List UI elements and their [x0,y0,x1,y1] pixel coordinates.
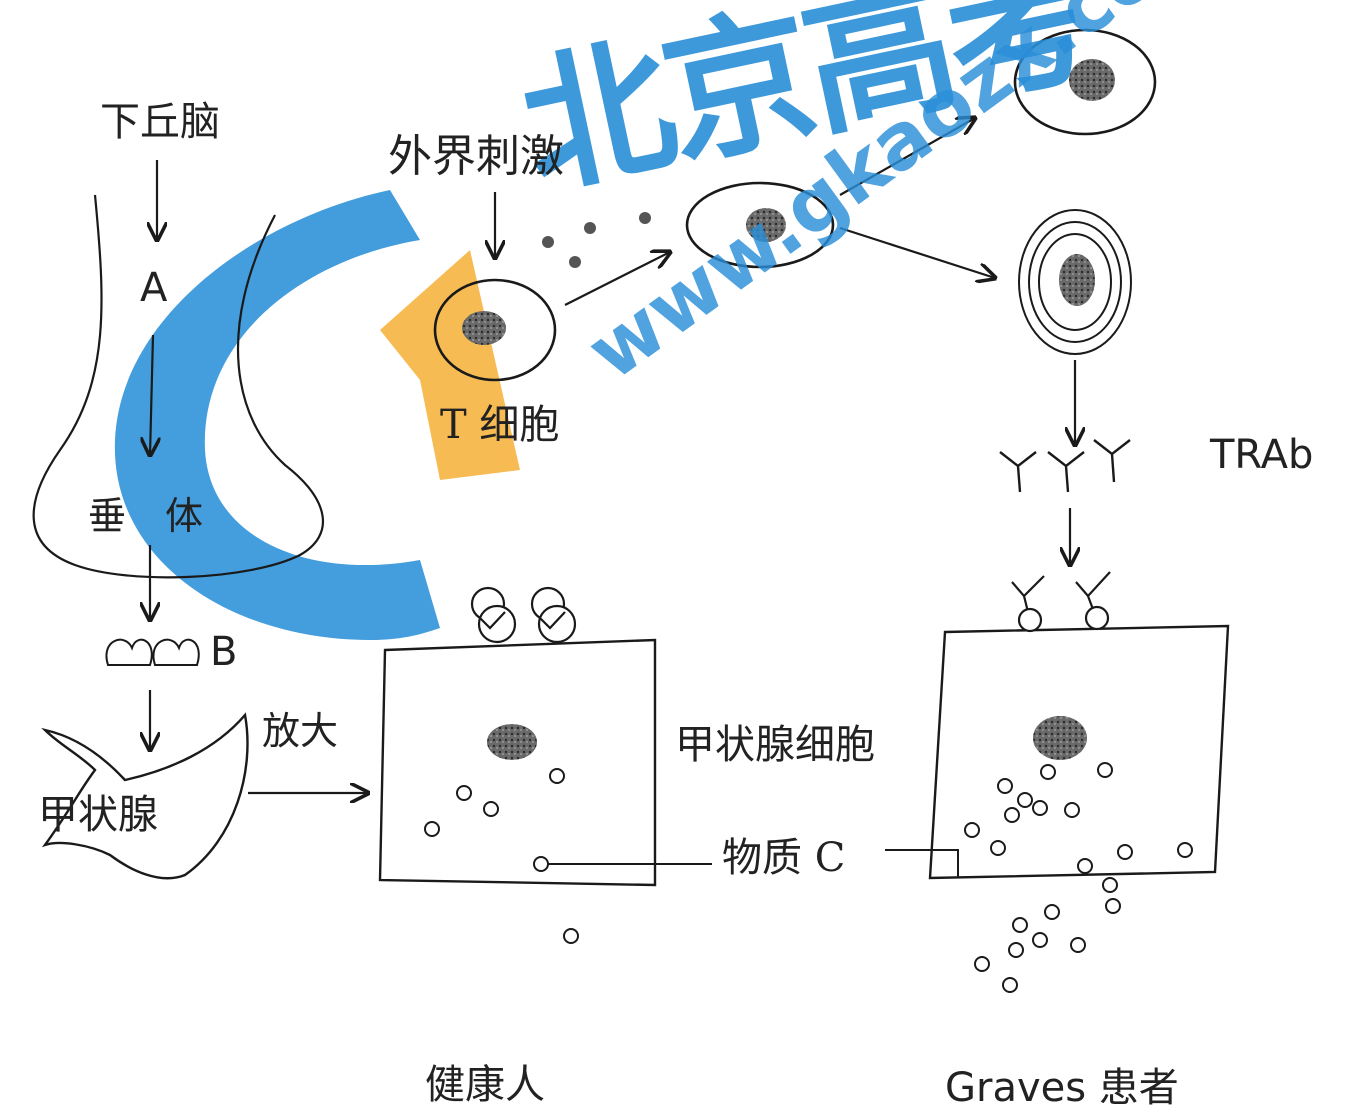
arrow-to-plasma-cell [839,226,995,278]
graves-receptors [1011,571,1111,633]
trab-antibodies [999,439,1131,493]
plasma-cell [1018,209,1132,355]
healthy-cell-box [378,638,657,887]
antigen-dots [542,212,651,268]
label-substance-c: 物质 C [722,835,846,881]
thyroid-outline [41,712,249,880]
label-pituitary-1: 垂 [88,494,127,538]
t-cell [433,278,557,382]
arrow-to-memory-cell [839,118,975,196]
pituitary-outline-left [32,194,325,579]
label-thyroid: 甲状腺 [38,792,158,838]
label-pituitary-2: 体 [165,494,204,538]
plasma-cell-nucleus [1059,254,1095,306]
t-cell-nucleus [462,311,506,345]
label-trab: TRAb [1210,432,1314,478]
label-B: B [210,629,238,675]
activated-cell-nucleus [746,208,786,242]
activated-cell [685,181,835,269]
label-stimulus: 外界刺激 [388,131,564,182]
watermark-orange-chevron [380,250,520,480]
arrow-tcell-to-activated [564,252,670,306]
graves-cell-box [928,624,1230,880]
leader-graves-c [885,849,959,878]
healthy-substance-c [424,768,579,944]
healthy-receptors [470,586,577,644]
graves-substance-c [964,762,1193,993]
memory-cell-nucleus [1069,59,1115,101]
healthy-cell-nucleus [487,724,537,760]
hormone-B-molecules [105,638,200,666]
label-magnify: 放大 [262,709,339,753]
label-hypothalamus: 下丘脑 [100,99,220,145]
label-A: A [140,265,168,311]
watermark-logo [114,190,520,640]
arrow-A-to-pituitary [150,334,153,455]
label-graves: Graves 患者 [945,1065,1179,1111]
label-thyroid-cell: 甲状腺细胞 [675,722,875,768]
watermark-g-shape [114,190,440,640]
memory-cell [1013,28,1157,136]
graves-cell-nucleus [1033,716,1087,760]
label-healthy: 健康人 [425,1062,545,1108]
label-t-cell: T 细胞 [440,402,560,448]
